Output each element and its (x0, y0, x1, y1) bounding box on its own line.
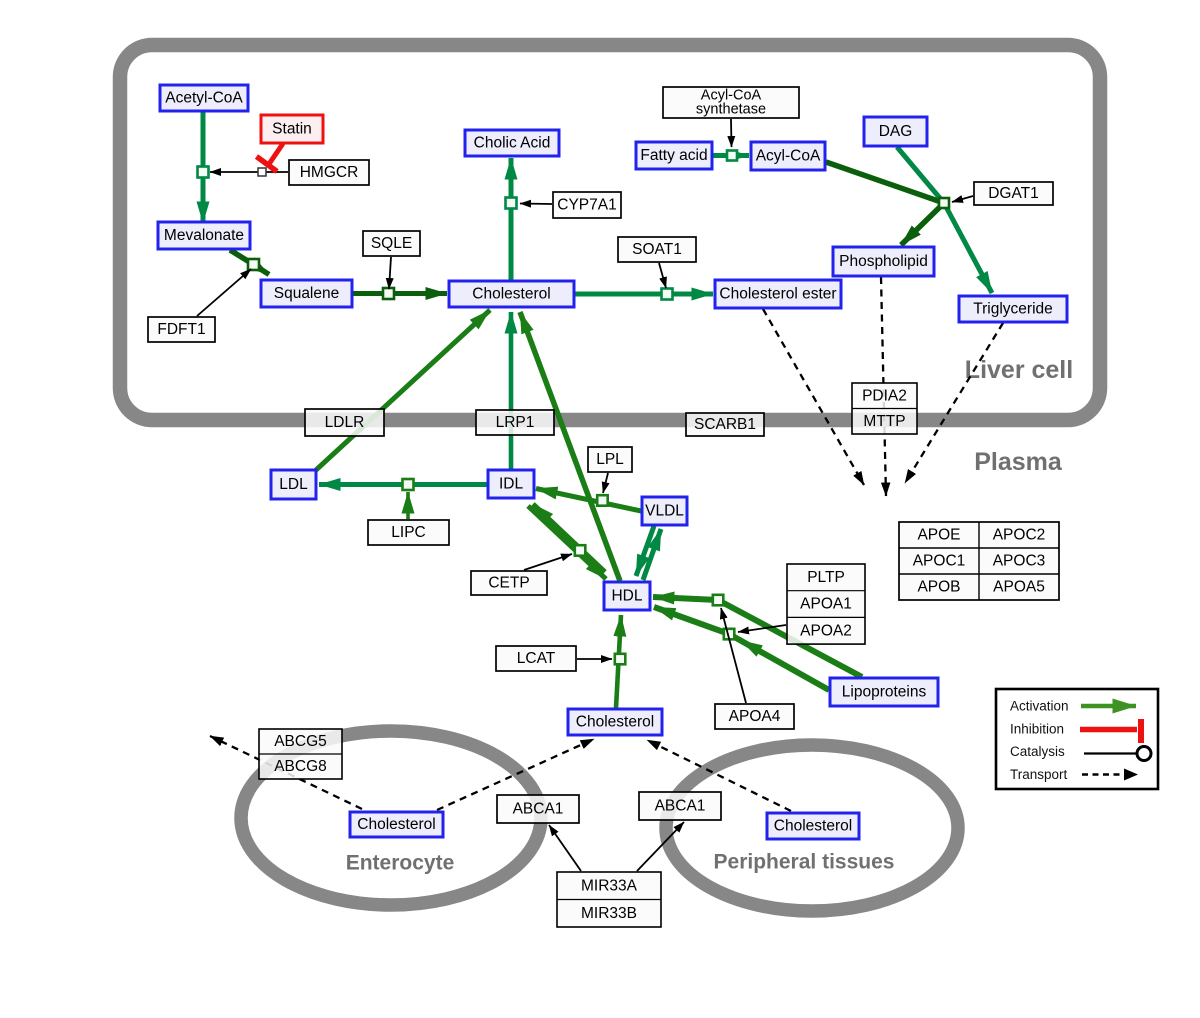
svg-text:APOC3: APOC3 (993, 553, 1046, 570)
svg-text:Cholesterol: Cholesterol (472, 286, 550, 303)
svg-text:ABCG8: ABCG8 (274, 758, 327, 775)
svg-text:Transport: Transport (1010, 767, 1068, 782)
svg-text:Catalysis: Catalysis (1010, 744, 1065, 759)
svg-text:Acyl-CoA: Acyl-CoA (756, 148, 821, 165)
svg-text:Triglyceride: Triglyceride (973, 301, 1053, 318)
svg-text:HMGCR: HMGCR (300, 164, 359, 181)
svg-text:LDLR: LDLR (325, 414, 365, 431)
svg-text:MIR33A: MIR33A (581, 877, 638, 894)
svg-text:Cholesterol ester: Cholesterol ester (719, 286, 836, 303)
svg-text:Fatty acid: Fatty acid (640, 147, 707, 164)
svg-text:FDFT1: FDFT1 (157, 321, 205, 338)
svg-text:ABCG5: ABCG5 (274, 733, 327, 750)
svg-text:APOC1: APOC1 (913, 553, 966, 570)
svg-text:Acetyl-CoA: Acetyl-CoA (165, 90, 243, 107)
svg-text:APOA2: APOA2 (800, 622, 852, 639)
svg-text:HDL: HDL (611, 588, 642, 605)
svg-text:IDL: IDL (499, 476, 524, 493)
svg-text:Cholesterol: Cholesterol (774, 818, 852, 835)
svg-text:LDL: LDL (279, 476, 308, 493)
svg-text:PDIA2: PDIA2 (862, 387, 907, 404)
svg-text:MTTP: MTTP (863, 413, 905, 430)
svg-text:VLDL: VLDL (645, 503, 684, 520)
svg-text:Peripheral tissues: Peripheral tissues (714, 851, 895, 874)
svg-text:APOC2: APOC2 (993, 527, 1046, 544)
svg-text:SQLE: SQLE (371, 235, 412, 252)
svg-text:Cholic Acid: Cholic Acid (474, 135, 551, 152)
svg-text:APOA4: APOA4 (729, 708, 781, 725)
svg-text:DAG: DAG (879, 123, 913, 140)
svg-text:Acyl-CoA: Acyl-CoA (701, 88, 762, 104)
svg-text:APOE: APOE (917, 527, 960, 544)
svg-text:LIPC: LIPC (391, 524, 425, 541)
svg-text:APOA1: APOA1 (800, 596, 852, 613)
svg-text:PLTP: PLTP (807, 569, 845, 586)
svg-text:Squalene: Squalene (274, 285, 340, 302)
svg-text:Cholesterol: Cholesterol (357, 816, 435, 833)
svg-text:ABCA1: ABCA1 (655, 798, 706, 815)
svg-text:CYP7A1: CYP7A1 (557, 197, 616, 214)
svg-text:Mevalonate: Mevalonate (164, 227, 244, 244)
svg-text:Enterocyte: Enterocyte (346, 852, 455, 875)
svg-text:Activation: Activation (1010, 699, 1069, 714)
svg-text:Phospholipid: Phospholipid (839, 253, 928, 270)
svg-text:synthetase: synthetase (696, 102, 766, 118)
svg-text:Inhibition: Inhibition (1010, 721, 1064, 736)
svg-text:Cholesterol: Cholesterol (576, 714, 654, 731)
svg-text:SCARB1: SCARB1 (694, 416, 756, 433)
svg-text:Statin: Statin (272, 121, 312, 138)
svg-text:MIR33B: MIR33B (581, 905, 637, 922)
svg-text:Lipoproteins: Lipoproteins (842, 684, 927, 701)
svg-text:APOB: APOB (917, 579, 960, 596)
svg-text:APOA5: APOA5 (993, 579, 1045, 596)
svg-text:LPL: LPL (596, 451, 624, 468)
svg-text:Liver cell: Liver cell (965, 356, 1073, 384)
svg-text:Plasma: Plasma (974, 448, 1063, 476)
svg-text:LCAT: LCAT (517, 650, 556, 667)
svg-text:ABCA1: ABCA1 (513, 801, 564, 818)
svg-text:SOAT1: SOAT1 (632, 241, 682, 258)
svg-text:LRP1: LRP1 (496, 414, 535, 431)
svg-text:DGAT1: DGAT1 (988, 185, 1039, 202)
svg-text:CETP: CETP (488, 575, 529, 592)
